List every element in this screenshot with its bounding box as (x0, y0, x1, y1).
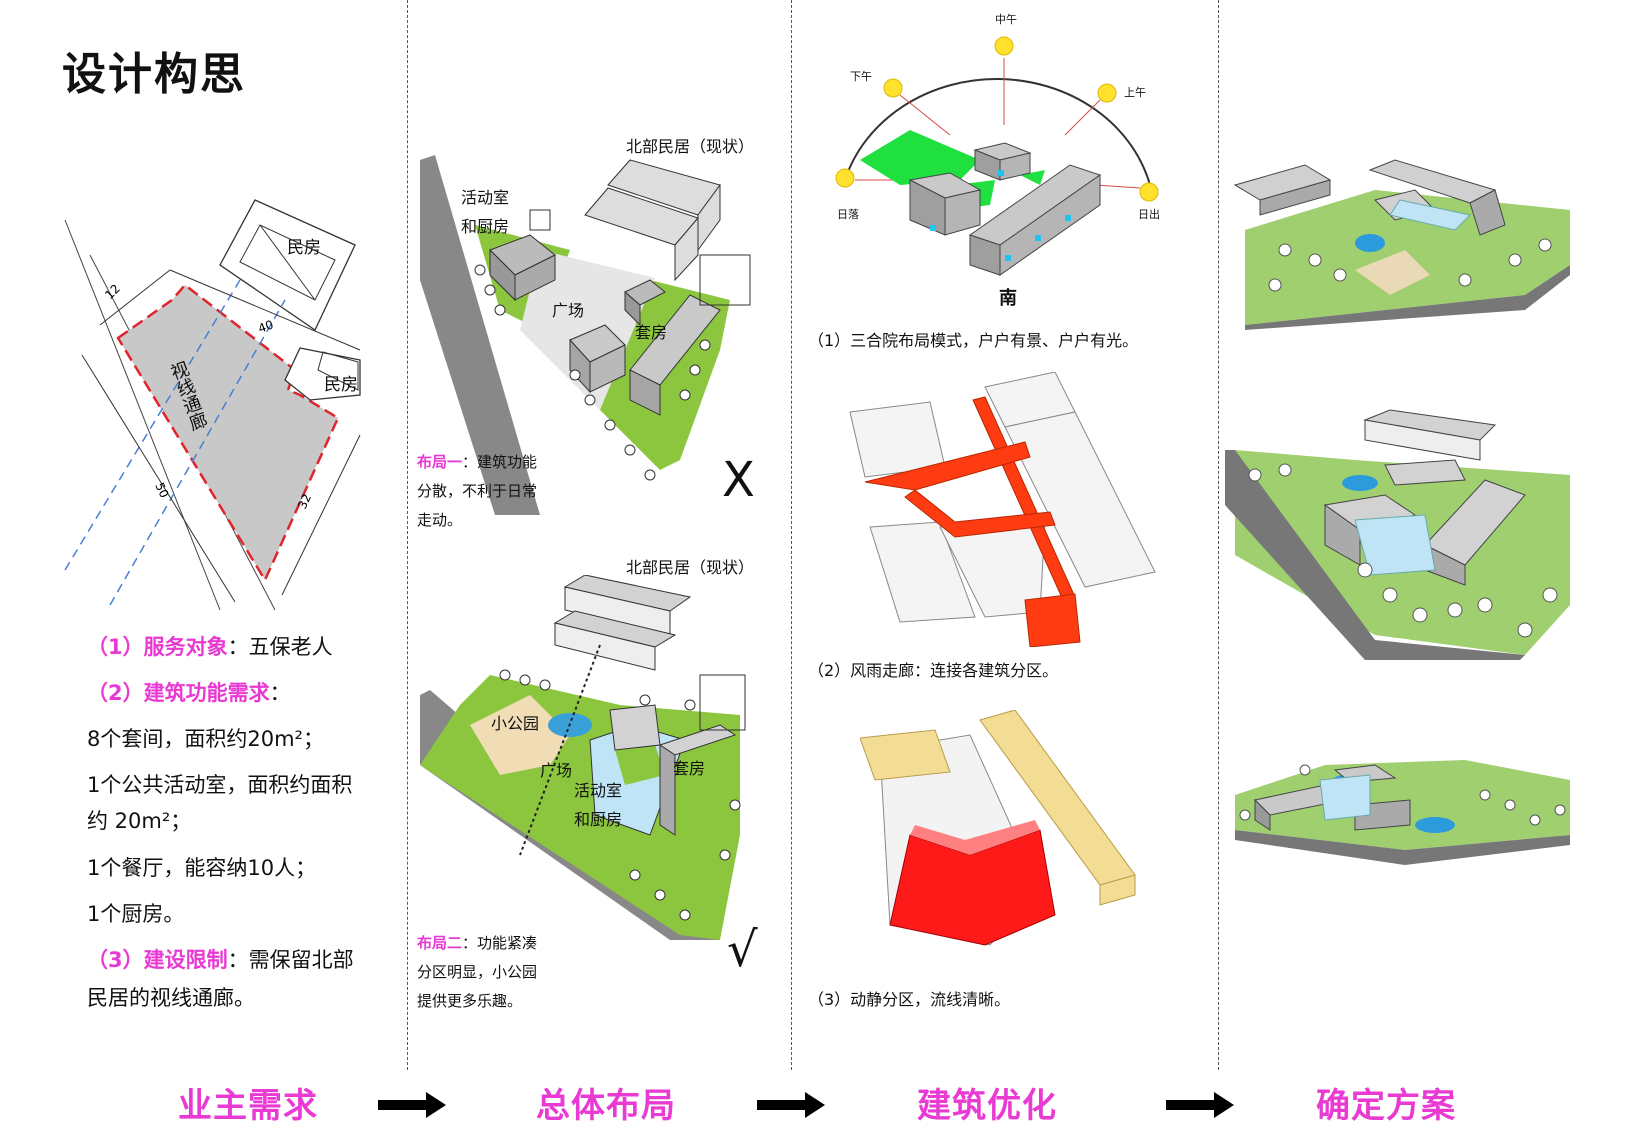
label-sunset: 日落 (837, 208, 859, 221)
svg-text:32: 32 (295, 492, 314, 512)
corridor-diagram (849, 372, 1156, 647)
zoning-diagram (860, 710, 1136, 946)
site-plan-diagram: 12 40 50 32 (64, 199, 361, 611)
svg-text:50: 50 (152, 480, 171, 500)
arrow-right-icon (1166, 1092, 1234, 1118)
label-sunrise: 日出 (1138, 208, 1160, 221)
stage-final-scheme: 确定方案 (1316, 1086, 1456, 1126)
sun-path-diagram (835, 36, 1159, 276)
page-title: 设计构思 (62, 49, 246, 100)
caption-layout-two-3: 提供更多乐趣。 (417, 992, 523, 1010)
label-south: 南 (999, 288, 1017, 309)
caption-layout-two-2: 分区明显，小公园 (417, 963, 538, 981)
caption-layout-one-2: 分散，不利于日常 (417, 482, 538, 500)
label-activity-b-1: 活动室 (574, 781, 623, 800)
req-line-d: 1个厨房。 (87, 902, 185, 926)
req-3: （3）建设限制：需保留北部 (87, 948, 354, 972)
house-east (284, 347, 361, 401)
caption-step-1: （1）三合院布局模式，户户有景、户户有光。 (808, 331, 1139, 350)
label-activity-a-1: 活动室 (461, 188, 510, 207)
caption-step-2: （2）风雨走廊：连接各建筑分区。 (808, 661, 1059, 680)
label-north-houses-b: 北部民居（现状） (626, 558, 755, 577)
label-activity-b-2: 和厨房 (574, 810, 623, 829)
caption-layout-two-1: 布局二：功能紧凑 (417, 934, 538, 952)
label-house-2: 民房 (324, 375, 358, 395)
approve-mark: √ (727, 922, 758, 978)
stage-building-optimization: 建筑优化 (917, 1086, 1057, 1126)
label-house-1: 民房 (287, 238, 321, 258)
req-line-b1: 1个公共活动室，面积约面积 (87, 773, 353, 797)
label-north-houses-a: 北部民居（现状） (626, 137, 755, 156)
caption-layout-one-3: 走动。 (417, 511, 463, 529)
arrow-right-icon (757, 1092, 825, 1118)
req-3-line2: 民居的视线通廊。 (87, 986, 255, 1010)
req-1: （1）服务对象：五保老人 (87, 635, 333, 659)
req-line-a: 8个套间，面积约20m²； (87, 727, 324, 751)
column-divider-1 (407, 0, 408, 1070)
label-morning: 上午 (1124, 86, 1146, 99)
stage-owner-needs: 业主需求 (178, 1086, 318, 1126)
label-activity-a-2: 和厨房 (461, 217, 510, 236)
label-afternoon: 下午 (850, 70, 872, 83)
label-suite-a: 套房 (635, 323, 668, 342)
caption-layout-one-1: 布局一：建筑功能 (417, 453, 538, 471)
label-square-b: 广场 (540, 761, 573, 780)
column-divider-3 (1218, 0, 1219, 1070)
final-rendering-3 (1235, 760, 1570, 865)
req-line-c: 1个餐厅，能容纳10人； (87, 856, 317, 880)
final-rendering-2 (1225, 409, 1570, 660)
arrow-right-icon (378, 1092, 446, 1118)
label-noon: 中午 (995, 13, 1017, 26)
site-boundary (116, 283, 340, 583)
label-park-b: 小公园 (491, 714, 540, 733)
stage-overall-layout: 总体布局 (536, 1086, 676, 1126)
house-north (219, 199, 356, 331)
column-divider-2 (791, 0, 792, 1070)
req-line-b2: 约 20m²； (87, 809, 192, 833)
reject-mark: X (722, 452, 755, 508)
svg-text:40: 40 (256, 317, 275, 335)
label-suite-b: 套房 (673, 759, 706, 778)
req-2: （2）建筑功能需求： (87, 681, 291, 705)
label-square-a: 广场 (552, 301, 585, 320)
caption-step-3: （3）动静分区，流线清晰。 (808, 990, 1011, 1009)
final-rendering-1 (1233, 159, 1570, 330)
layout-two-diagram (420, 575, 746, 940)
layout-one-diagram (420, 155, 751, 515)
